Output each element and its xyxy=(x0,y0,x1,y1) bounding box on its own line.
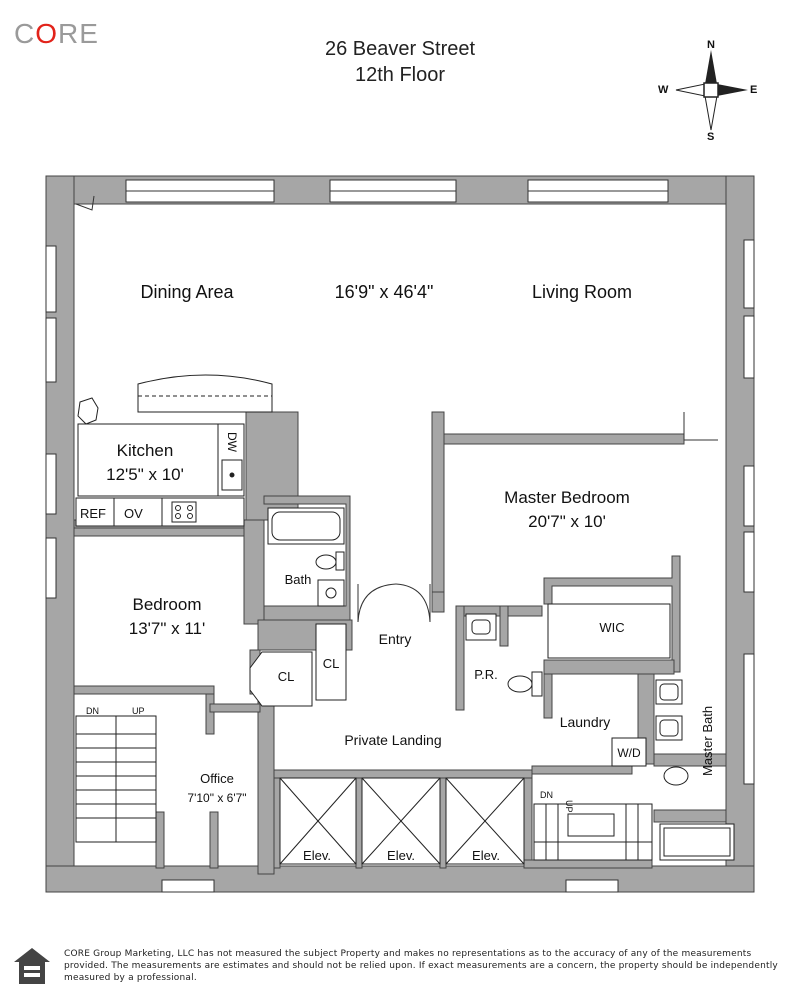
closets xyxy=(249,623,347,707)
label-elev-3: Elev. xyxy=(472,848,500,863)
label-bedroom-dims: 13'7" x 11' xyxy=(129,619,205,638)
label-laundry: Laundry xyxy=(560,714,611,730)
bath-fixtures xyxy=(267,507,345,607)
compass-s: S xyxy=(707,131,714,143)
label-bedroom: Bedroom xyxy=(133,595,202,614)
label-ov: OV xyxy=(124,506,143,521)
label-ref: REF xyxy=(80,506,106,521)
label-dining-area: Dining Area xyxy=(140,282,234,302)
label-pr: P.R. xyxy=(474,667,498,682)
floor-title: 12th Floor xyxy=(354,64,446,86)
elevators xyxy=(279,777,525,865)
label-great-room-dims: 16'9" x 46'4" xyxy=(335,282,434,302)
label-kitchen-dims: 12'5" x 10' xyxy=(106,465,184,484)
label-office: Office xyxy=(200,771,234,786)
doors xyxy=(75,195,718,623)
label-stair-dn-right: DN xyxy=(540,790,553,800)
address-title: 26 Beaver Street xyxy=(324,38,476,60)
compass-icon: N S W E xyxy=(658,39,757,143)
stair-left xyxy=(75,715,157,843)
label-wic: WIC xyxy=(599,620,624,635)
label-entry: Entry xyxy=(379,631,412,647)
windows-north xyxy=(125,179,669,203)
label-elev-1: Elev. xyxy=(303,848,331,863)
kitchen-counters xyxy=(75,374,273,527)
core-logo: CORE xyxy=(14,18,99,50)
windows-west xyxy=(45,245,57,599)
label-master-bath: Master Bath xyxy=(700,706,715,776)
label-stair-dn-left: DN xyxy=(86,706,99,716)
compass-w: W xyxy=(658,84,669,96)
windows-east xyxy=(743,239,755,785)
room-labels: Dining Area 16'9" x 46'4" Living Room Ki… xyxy=(80,282,715,863)
label-wd: W/D xyxy=(617,746,641,760)
windows-south xyxy=(161,879,619,893)
label-cl-2: CL xyxy=(323,656,340,671)
label-stair-up-left: UP xyxy=(132,706,145,716)
label-elev-2: Elev. xyxy=(387,848,415,863)
logo-text: CORE xyxy=(14,18,99,49)
label-cl-1: CL xyxy=(278,669,295,684)
label-bath: Bath xyxy=(285,572,312,587)
label-office-dims: 7'10" x 6'7" xyxy=(187,791,246,805)
compass-e: E xyxy=(750,84,757,96)
label-master-bedroom: Master Bedroom xyxy=(504,488,630,507)
label-dw: DW xyxy=(225,432,239,453)
compass-n: N xyxy=(707,39,715,51)
equal-housing-icon xyxy=(14,948,50,984)
label-kitchen: Kitchen xyxy=(117,441,174,460)
label-stair-up-right: UP xyxy=(564,800,574,813)
label-private-landing: Private Landing xyxy=(344,732,441,748)
label-living-room: Living Room xyxy=(532,282,632,302)
disclaimer-text: CORE Group Marketing, LLC has not measur… xyxy=(64,949,778,983)
service-fixtures xyxy=(465,603,735,861)
label-master-bedroom-dims: 20'7" x 10' xyxy=(528,512,606,531)
stair-right xyxy=(533,803,653,861)
interior-walls xyxy=(73,411,727,875)
